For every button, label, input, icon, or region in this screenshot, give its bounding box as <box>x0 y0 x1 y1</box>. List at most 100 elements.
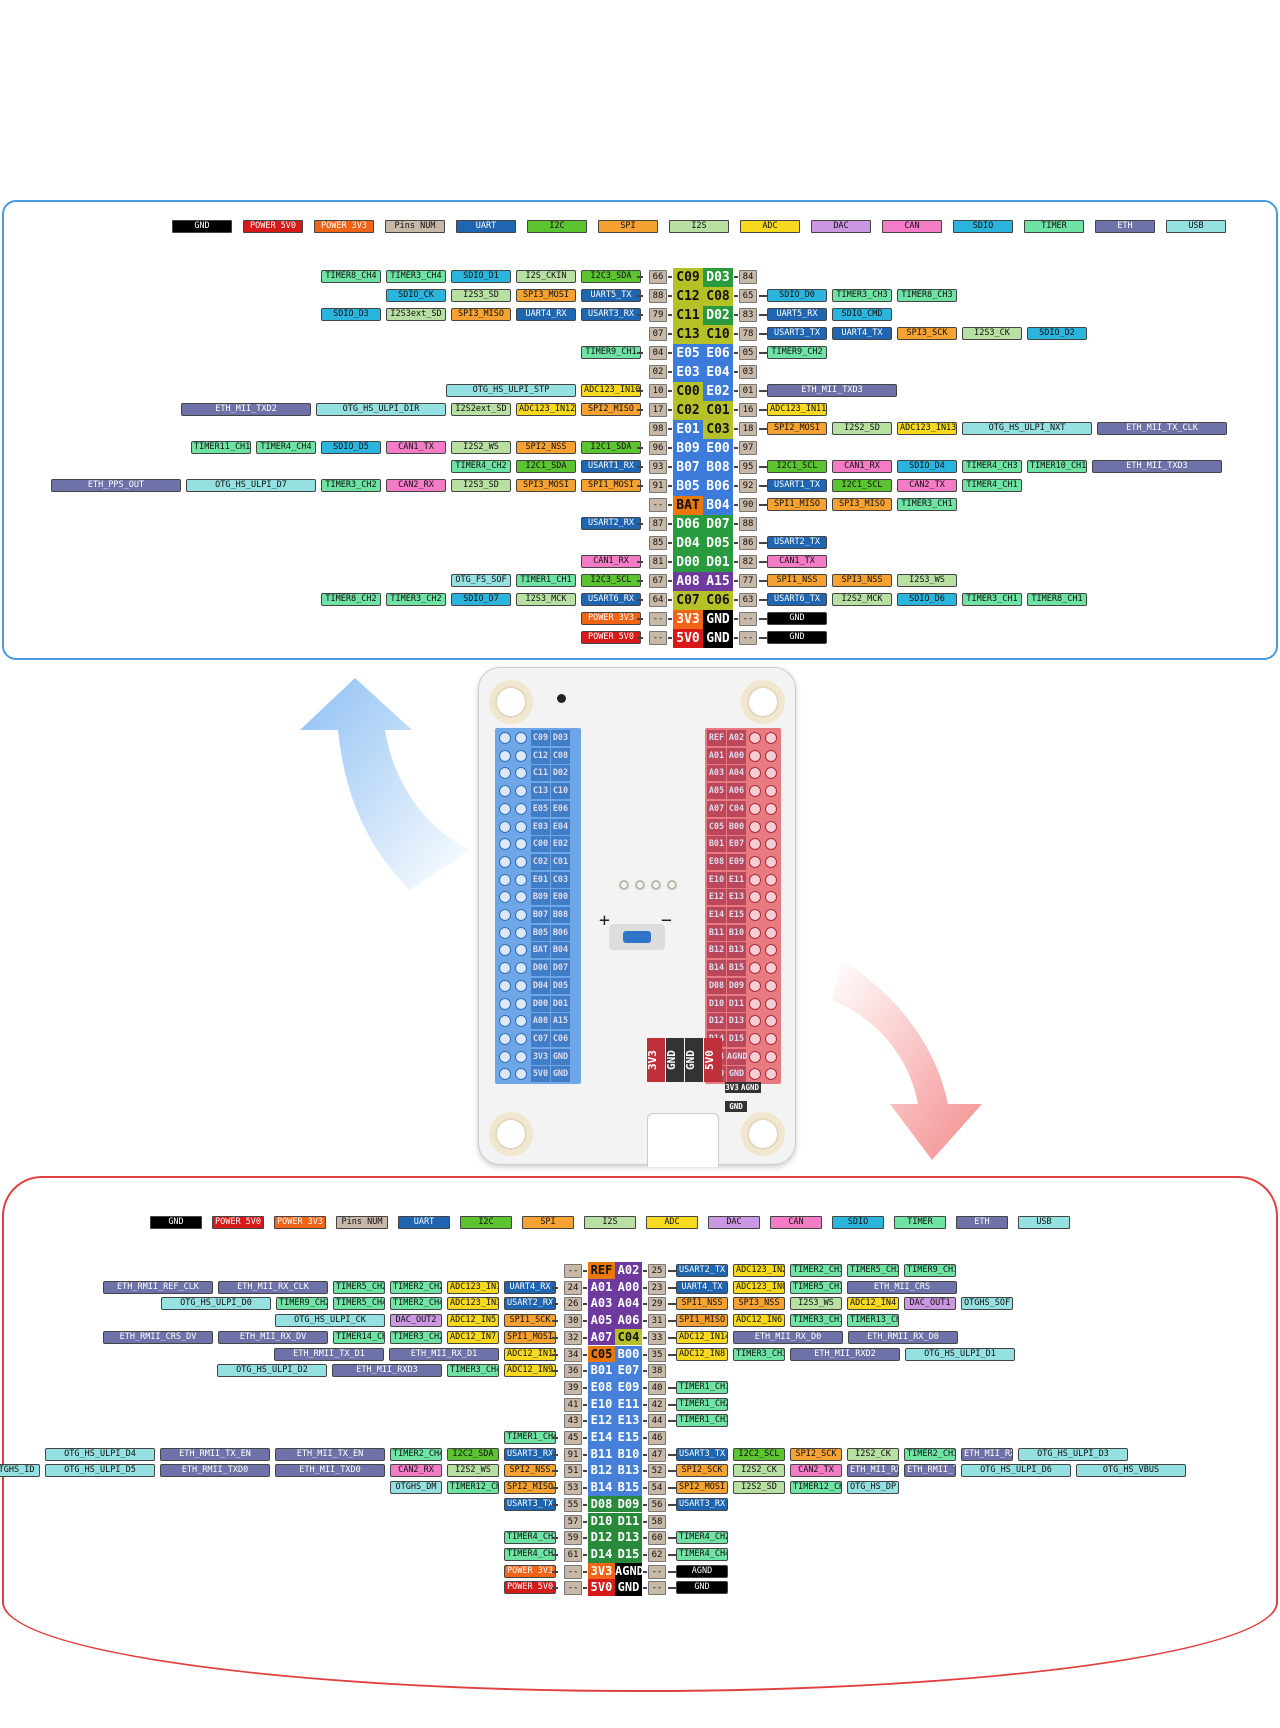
dash <box>734 295 738 297</box>
board-pin-label: E11 <box>727 871 746 888</box>
dash <box>759 428 767 430</box>
header-hole <box>765 891 777 904</box>
dash <box>637 466 643 468</box>
function-label: I2S3_SD <box>451 289 511 302</box>
header-hole <box>499 997 511 1010</box>
function-label: SPI3_NSS <box>832 574 892 587</box>
function-label: TIMER1_CH1 <box>516 574 576 587</box>
function-label: TIMER2_CH4 <box>390 1297 442 1311</box>
pin-number: 26 <box>564 1297 582 1312</box>
header-hole <box>765 1068 777 1081</box>
function-label: POWER 5V0 <box>504 1581 556 1595</box>
function-label: SPI2_MISO <box>504 1481 556 1495</box>
dash <box>643 1553 647 1556</box>
header-hole <box>749 749 761 762</box>
function-label: TIMER4_CH4 <box>676 1547 728 1561</box>
function-label: SPI1_SCK <box>504 1314 556 1328</box>
board-pin-label: C12 <box>531 747 550 764</box>
dash <box>643 1503 647 1506</box>
legend-uart: UART <box>456 220 516 233</box>
pin-label: D13 <box>615 1529 642 1546</box>
legend-spi: SPI <box>522 1216 574 1229</box>
dash <box>552 1503 558 1506</box>
pin-label: E02 <box>703 382 733 401</box>
pin-label: C07 <box>673 591 703 610</box>
header-hole <box>515 749 527 762</box>
dash <box>552 1336 558 1339</box>
header-hole <box>765 820 777 833</box>
pin-label: 5V0 <box>673 629 703 648</box>
function-label: I2C1_SDA <box>516 460 576 473</box>
function-label: OTGHS_ID <box>0 1464 40 1478</box>
pin-label: C00 <box>673 382 703 401</box>
board-pin-label: E13 <box>727 889 746 906</box>
function-label: ETH_MII_CRS <box>847 1280 957 1294</box>
dash <box>583 1503 587 1506</box>
function-label: ADC123_IN2 <box>733 1264 785 1277</box>
legend-dac: DAC <box>811 220 871 233</box>
function-label: TIMER3_CH2 <box>390 1330 442 1344</box>
dash <box>759 314 767 316</box>
dash <box>734 485 738 487</box>
pin-label: E13 <box>615 1412 642 1429</box>
board-pin-label: C09 <box>531 730 550 746</box>
mount-hole <box>741 1112 785 1156</box>
dash <box>759 333 767 335</box>
function-label: I2S_CKIN <box>516 270 576 283</box>
function-label: I2C1_SCL <box>832 479 892 492</box>
dash <box>668 371 672 373</box>
pin-number: 64 <box>649 593 667 607</box>
board-pin-label: D04 <box>531 977 550 994</box>
function-label: I2C3_SCL <box>581 574 641 587</box>
header-hole <box>515 1050 527 1063</box>
pin-number: 17 <box>649 403 667 417</box>
pin-number: 03 <box>739 365 757 379</box>
pin-number: 91 <box>649 479 667 493</box>
board-pin-label: D01 <box>551 995 570 1012</box>
dash <box>643 1487 647 1490</box>
pin-number: 30 <box>564 1314 582 1329</box>
pin-label: B07 <box>673 458 703 477</box>
dash <box>583 1553 587 1556</box>
function-label: ETH_RMII_TXD0 <box>160 1464 270 1478</box>
pin-label: C03 <box>703 420 733 439</box>
function-label: TIMER4_CH2 <box>451 460 511 473</box>
function-label: SDIO_D1 <box>451 270 511 283</box>
legend-can: CAN <box>770 1216 822 1229</box>
board-pin-label: E05 <box>531 800 550 817</box>
function-label: TIMER14_CH1 <box>333 1330 385 1344</box>
pin-number: 93 <box>649 460 667 474</box>
header-hole <box>749 802 761 815</box>
dash <box>759 466 767 468</box>
board-pin-label: E15 <box>727 907 746 923</box>
function-label: ADC12_IN6 <box>733 1314 785 1328</box>
mount-hole <box>489 1112 533 1156</box>
pin-label: B12 <box>588 1462 615 1480</box>
dash <box>643 1336 647 1339</box>
pin-label: B10 <box>615 1445 642 1463</box>
pin-label: E07 <box>615 1362 642 1379</box>
function-label: TIMER3_CH3 <box>832 289 892 302</box>
pin-label: E04 <box>703 363 733 382</box>
function-label: I2S2_WS <box>451 441 511 454</box>
board-pin-label: GND <box>551 1048 570 1065</box>
pin-label: BAT <box>673 496 703 515</box>
pin-label: E09 <box>615 1378 642 1396</box>
header-hole <box>515 802 527 815</box>
header-hole <box>749 1032 761 1045</box>
pin-number: 44 <box>648 1414 666 1429</box>
board-pin-label: C04 <box>727 800 746 817</box>
function-label: ETH_RMII_TXD1 <box>904 1464 956 1478</box>
function-label: SPI1_NSS <box>676 1297 728 1311</box>
dash <box>734 466 738 468</box>
pin-number: 84 <box>739 270 757 284</box>
pin-label: C08 <box>703 287 733 306</box>
dash <box>734 276 738 278</box>
dash <box>583 1487 587 1490</box>
header-hole <box>765 749 777 762</box>
function-label: GND <box>767 631 827 644</box>
function-label: SDIO_D6 <box>897 593 957 606</box>
dash <box>759 295 767 297</box>
